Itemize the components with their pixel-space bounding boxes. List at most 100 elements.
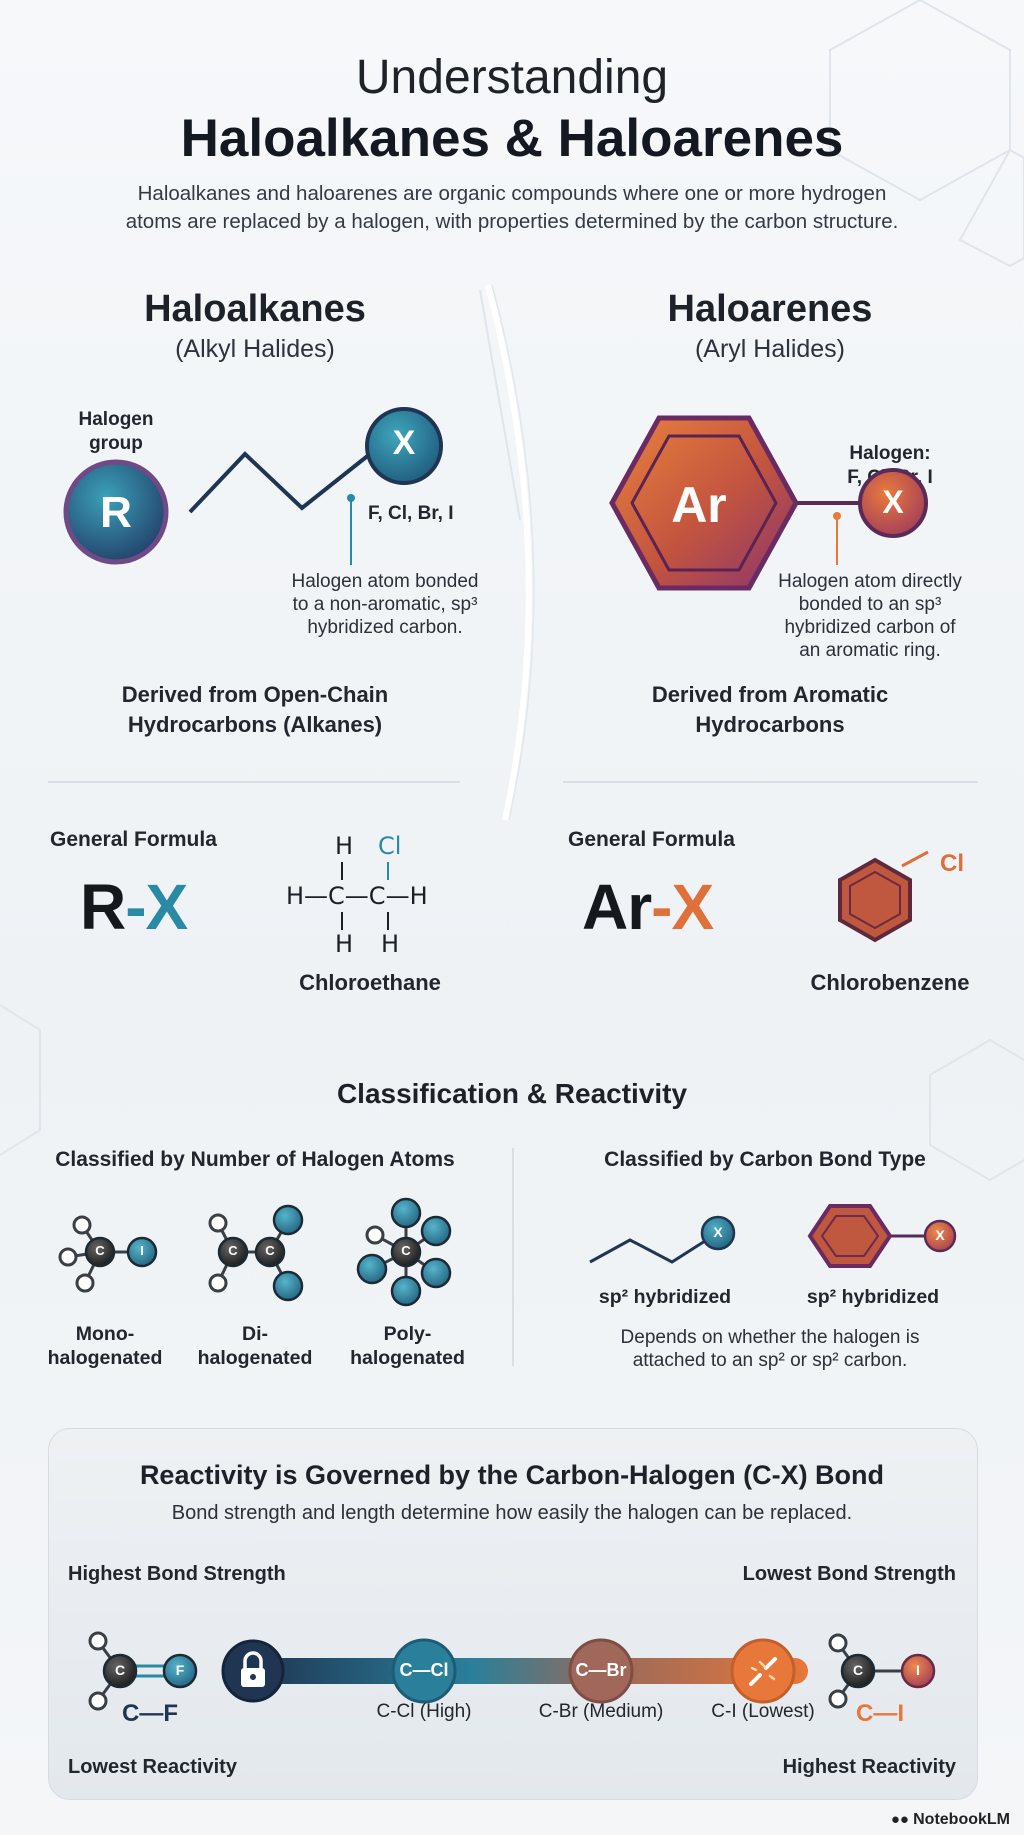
di-c2-label: C — [265, 1243, 275, 1258]
chlorobenzene-name: Chlorobenzene — [810, 970, 970, 995]
alkyl-note-line-3: hybridized carbon. — [307, 617, 463, 638]
by-number-title: Classified by Number of Halogen Atoms — [55, 1148, 455, 1171]
bond-strength-scale — [88, 1572, 936, 1768]
highest-reactivity-label: Highest Reactivity — [782, 1756, 956, 1778]
ci-bond-label: C—I — [856, 1700, 904, 1727]
depends-note: Depends on whether the halogen is attach… — [560, 1326, 980, 1372]
c-br-node — [568, 1638, 634, 1704]
alkyl-formula-r: R — [80, 871, 126, 943]
by-bond-title: Classified by Carbon Bond Type — [604, 1148, 926, 1171]
chloroethane-top-cl: Cl — [378, 832, 402, 860]
c-cl-label: C-Cl (High) — [376, 1701, 472, 1722]
title-line-2: Haloalkanes & Haloarenes — [180, 109, 844, 168]
alkyl-formula-dash: - — [125, 871, 146, 943]
aryl-halide-diagram — [609, 415, 928, 591]
poly-label: Poly- halogenated — [345, 1322, 470, 1370]
mono-c-label: C — [95, 1243, 105, 1258]
chloroethane-bottom-h2: H — [381, 930, 400, 958]
poly-c-label: C — [401, 1243, 411, 1258]
c-i-label: C-I (Lowest) — [711, 1701, 815, 1722]
c-br-node-label: C—Br — [575, 1660, 627, 1680]
depends-line-1: Depends on whether the halogen is — [620, 1327, 920, 1348]
x-atom-label: X — [392, 424, 416, 462]
di-label-line-2: halogenated — [197, 1347, 313, 1369]
ci-carbon-icon — [840, 1653, 876, 1689]
sp3-x-atom-icon — [700, 1215, 736, 1251]
reactivity-panel — [48, 1428, 978, 1800]
aryl-formula-dash: - — [651, 871, 672, 943]
chlorobenzene-cl: Cl — [940, 850, 964, 877]
c-cl-node-label: C—Cl — [399, 1660, 449, 1680]
sp-left-label: sp² hybridized — [598, 1286, 732, 1308]
alkyl-halide-diagram — [63, 407, 443, 565]
haloalkanes-title: Haloalkanes — [144, 288, 366, 330]
alkyl-halogen-list: F, Cl, Br, I — [368, 503, 454, 524]
chloroethane-top-h: H — [335, 832, 354, 860]
di-c1-label: C — [228, 1243, 238, 1258]
aryl-x-atom-label: X — [882, 484, 904, 520]
chloroethane-bottom-h1: H — [335, 930, 354, 958]
chloroethane-name: Chloroethane — [299, 970, 441, 995]
intro-line-2: atoms are replaced by a halogen, with pr… — [125, 210, 899, 233]
di-label-line-1: Di- — [242, 1323, 268, 1345]
aryl-formula: Ar-X — [582, 870, 714, 944]
alkyl-formula-x: X — [145, 871, 189, 943]
poly-label-line-1: Poly- — [383, 1323, 432, 1345]
cf-bond-label: C—F — [122, 1700, 178, 1727]
alkyl-derived-line-2: Hydrocarbons (Alkanes) — [127, 712, 383, 737]
c-br-label: C-Br (Medium) — [538, 1701, 664, 1722]
haloalkanes-subtitle: (Alkyl Halides) — [175, 335, 335, 363]
alkyl-derived: Derived from Open-Chain Hydrocarbons (Al… — [40, 680, 470, 740]
halogen-count-molecules — [58, 1197, 452, 1307]
aryl-note-line-2: bonded to an sp³ — [798, 594, 942, 615]
intro-line-1: Haloalkanes and haloarenes are organic c… — [137, 182, 887, 205]
reactivity-subtitle: Bond strength and length determine how e… — [171, 1502, 853, 1524]
haloarenes-subtitle: (Aryl Halides) — [694, 335, 846, 363]
aryl-note-line-3: hybridized carbon of — [784, 617, 956, 638]
mono-iodine-icon — [126, 1236, 158, 1268]
intro-text: Haloalkanes and haloarenes are organic c… — [60, 180, 964, 236]
aryl-formula-ar: Ar — [582, 871, 652, 943]
aryl-derived-line-1: Derived from Aromatic — [651, 682, 889, 707]
chloroethane-bonds — [341, 862, 389, 930]
lowest-reactivity-label: Lowest Reactivity — [68, 1756, 237, 1778]
r-atom-icon — [63, 459, 169, 565]
alkyl-formula: R-X — [80, 870, 189, 944]
cf-carbon-icon — [102, 1653, 138, 1689]
title-line-1: Understanding — [355, 51, 669, 104]
chloroethane-row: H—C—C—H — [286, 882, 428, 910]
mono-label: Mono- halogenated — [45, 1322, 165, 1370]
ci-i-label: I — [916, 1662, 920, 1678]
sp3-x-label: X — [713, 1224, 723, 1240]
depends-line-2: attached to an sp² or sp² carbon. — [632, 1350, 908, 1371]
sp-right-label: sp² hybridized — [806, 1286, 940, 1308]
lowest-strength-label: Lowest Bond Strength — [742, 1563, 956, 1585]
halogen-group-label: Halogen group — [60, 408, 172, 456]
r-atom-label: R — [100, 488, 132, 537]
mono-label-line-1: Mono- — [75, 1323, 135, 1345]
x-atom-icon — [365, 407, 443, 485]
cf-c-label: C — [114, 1662, 126, 1678]
classification-title: Classification & Reactivity — [336, 1078, 688, 1109]
brand-text: NotebookLM — [913, 1811, 1010, 1828]
aryl-note: Halogen atom directly bonded to an sp³ h… — [760, 570, 980, 662]
mono-carbon-icon — [84, 1236, 116, 1268]
alkyl-note-line-2: to a non-aromatic, sp³ — [292, 594, 478, 615]
reactivity-title: Reactivity is Governed by the Carbon-Hal… — [139, 1460, 885, 1490]
poly-label-line-2: halogenated — [350, 1347, 465, 1369]
alkyl-note-line-1: Halogen atom bonded — [291, 571, 479, 592]
aryl-formula-label: General Formula — [568, 828, 735, 851]
brand-label: ●● NotebookLM — [891, 1811, 1010, 1829]
aryl-formula-x: X — [671, 871, 714, 943]
cf-f-label: F — [175, 1662, 185, 1678]
cf-fluorine-icon — [162, 1653, 198, 1689]
benzene-ring-icon — [609, 415, 799, 591]
sp2-ring-icon — [807, 1204, 893, 1268]
broken-bond-icon — [730, 1638, 796, 1704]
highest-strength-label: Highest Bond Strength — [68, 1563, 286, 1585]
haloarenes-title: Haloarenes — [667, 288, 873, 330]
alkyl-derived-line-1: Derived from Open-Chain — [121, 682, 389, 707]
aryl-halogen-label-title: Halogen: — [849, 443, 931, 464]
aryl-derived-line-2: Hydrocarbons — [695, 712, 845, 737]
